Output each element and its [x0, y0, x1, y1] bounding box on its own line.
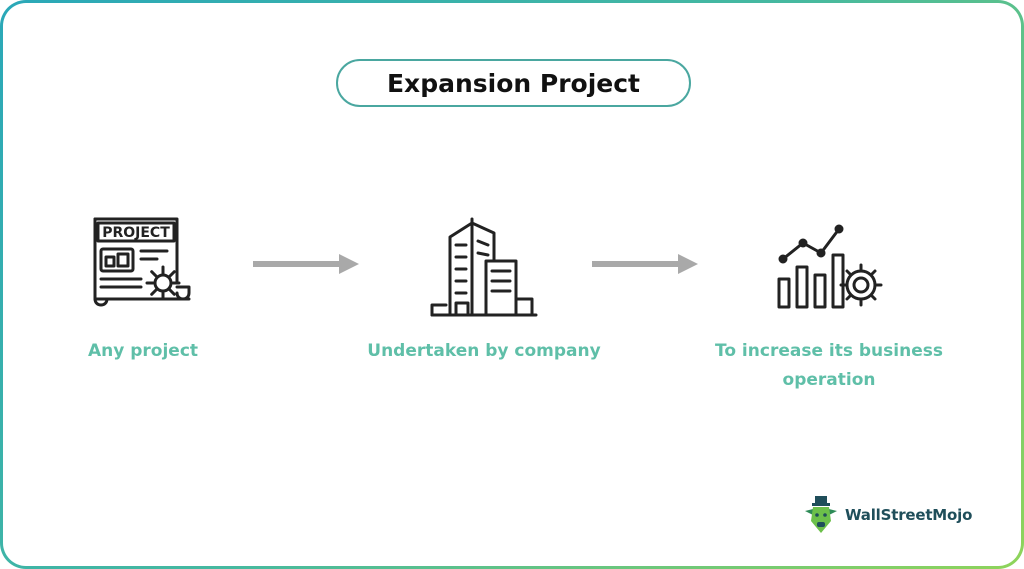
brand-logo: WallStreetMojo — [803, 495, 972, 535]
step-label-undertaken: Undertaken by company — [367, 341, 601, 361]
arrow-right-icon — [592, 254, 698, 274]
office-building-icon — [430, 217, 538, 317]
growth-chart-gear-icon — [777, 224, 883, 309]
step-label-any-project: Any project — [87, 341, 199, 361]
brand-logo-text: WallStreetMojo — [845, 506, 973, 524]
bull-mascot-icon — [805, 496, 837, 533]
page-title: Expansion Project — [336, 59, 691, 107]
diagram-canvas: Expansion Project PROJECT — [3, 3, 1021, 566]
project-document-icon: PROJECT — [93, 217, 191, 307]
project-icon-text: PROJECT — [102, 225, 170, 241]
arrow-right-icon — [253, 254, 359, 274]
step-label-increase-business: To increase its business operation — [715, 341, 943, 390]
